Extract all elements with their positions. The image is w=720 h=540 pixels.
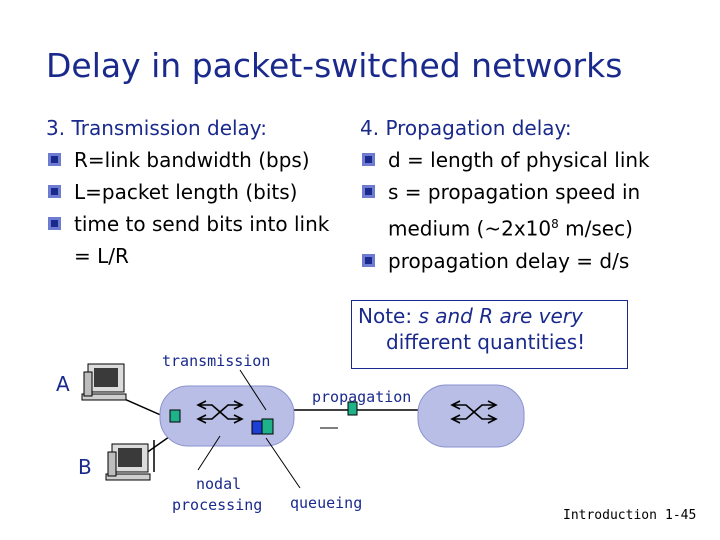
bullet-text: s = propagation speed in medium (~2x108 …	[388, 176, 710, 245]
bullet-text: propagation delay = d/s	[388, 248, 630, 273]
note-line2: different quantities!	[386, 330, 586, 354]
square-bullet-icon	[48, 217, 61, 230]
transmission-heading: 3. Transmission delay:	[46, 116, 267, 140]
bullet-text-suffix: m/sec)	[558, 216, 633, 241]
nodal-label: nodal	[196, 475, 242, 493]
propagating-packet	[347, 401, 358, 416]
square-bullet-icon	[362, 185, 375, 198]
footer-section: Introduction	[563, 508, 657, 523]
transmission-delay-section: 3. Transmission delay: R=link bandwidth …	[46, 112, 346, 272]
host-b-computer-icon	[105, 443, 151, 481]
bullet-text: R=link bandwidth (bps)	[74, 148, 310, 172]
transmitting-packet	[261, 418, 274, 435]
processing-label: processing	[172, 496, 263, 514]
square-bullet-icon	[48, 185, 61, 198]
exponent: 8	[551, 217, 559, 231]
bullet-text: L=packet length (bits)	[74, 180, 298, 204]
note-lead: Note:	[358, 304, 413, 328]
router-right-icon	[417, 384, 525, 448]
host-b-label: B	[78, 455, 92, 479]
bullet-text: d = length of physical link	[388, 148, 650, 172]
square-bullet-icon	[48, 153, 61, 166]
transmission-label: transmission	[162, 352, 271, 370]
bullet-item: time to send bits into link = L/R	[46, 208, 346, 272]
arriving-packet	[169, 409, 181, 423]
host-a-label: A	[56, 372, 70, 396]
bullet-item: propagation delay = d/s	[360, 245, 710, 277]
square-bullet-icon	[362, 253, 375, 267]
square-bullet-icon	[362, 153, 375, 166]
queueing-label: queueing	[290, 494, 363, 512]
note-line1: s and R are very	[412, 304, 583, 328]
nodal-pointer	[197, 435, 221, 471]
note-box: Note: s and R are very different quantit…	[351, 300, 628, 369]
propagation-label: propagation	[312, 388, 412, 406]
bullet-item: R=link bandwidth (bps)	[46, 144, 346, 176]
host-a-computer-icon	[81, 363, 127, 401]
bullet-text-main: s = propagation speed in medium (~2x10	[388, 180, 641, 241]
queued-packet	[251, 420, 263, 435]
propagation-heading: 4. Propagation delay:	[360, 116, 572, 140]
page-number: 1-45	[665, 508, 697, 523]
bullet-item: s = propagation speed in medium (~2x108 …	[360, 176, 710, 245]
slide-title: Delay in packet-switched networks	[46, 46, 623, 85]
transmission-pointer	[239, 369, 267, 411]
bullet-item: d = length of physical link	[360, 144, 710, 176]
queueing-pointer	[265, 437, 301, 489]
propagation-delay-section: 4. Propagation delay: d = length of phys…	[360, 112, 710, 277]
bullet-item: L=packet length (bits)	[46, 176, 346, 208]
bullet-text: time to send bits into link = L/R	[74, 212, 330, 268]
